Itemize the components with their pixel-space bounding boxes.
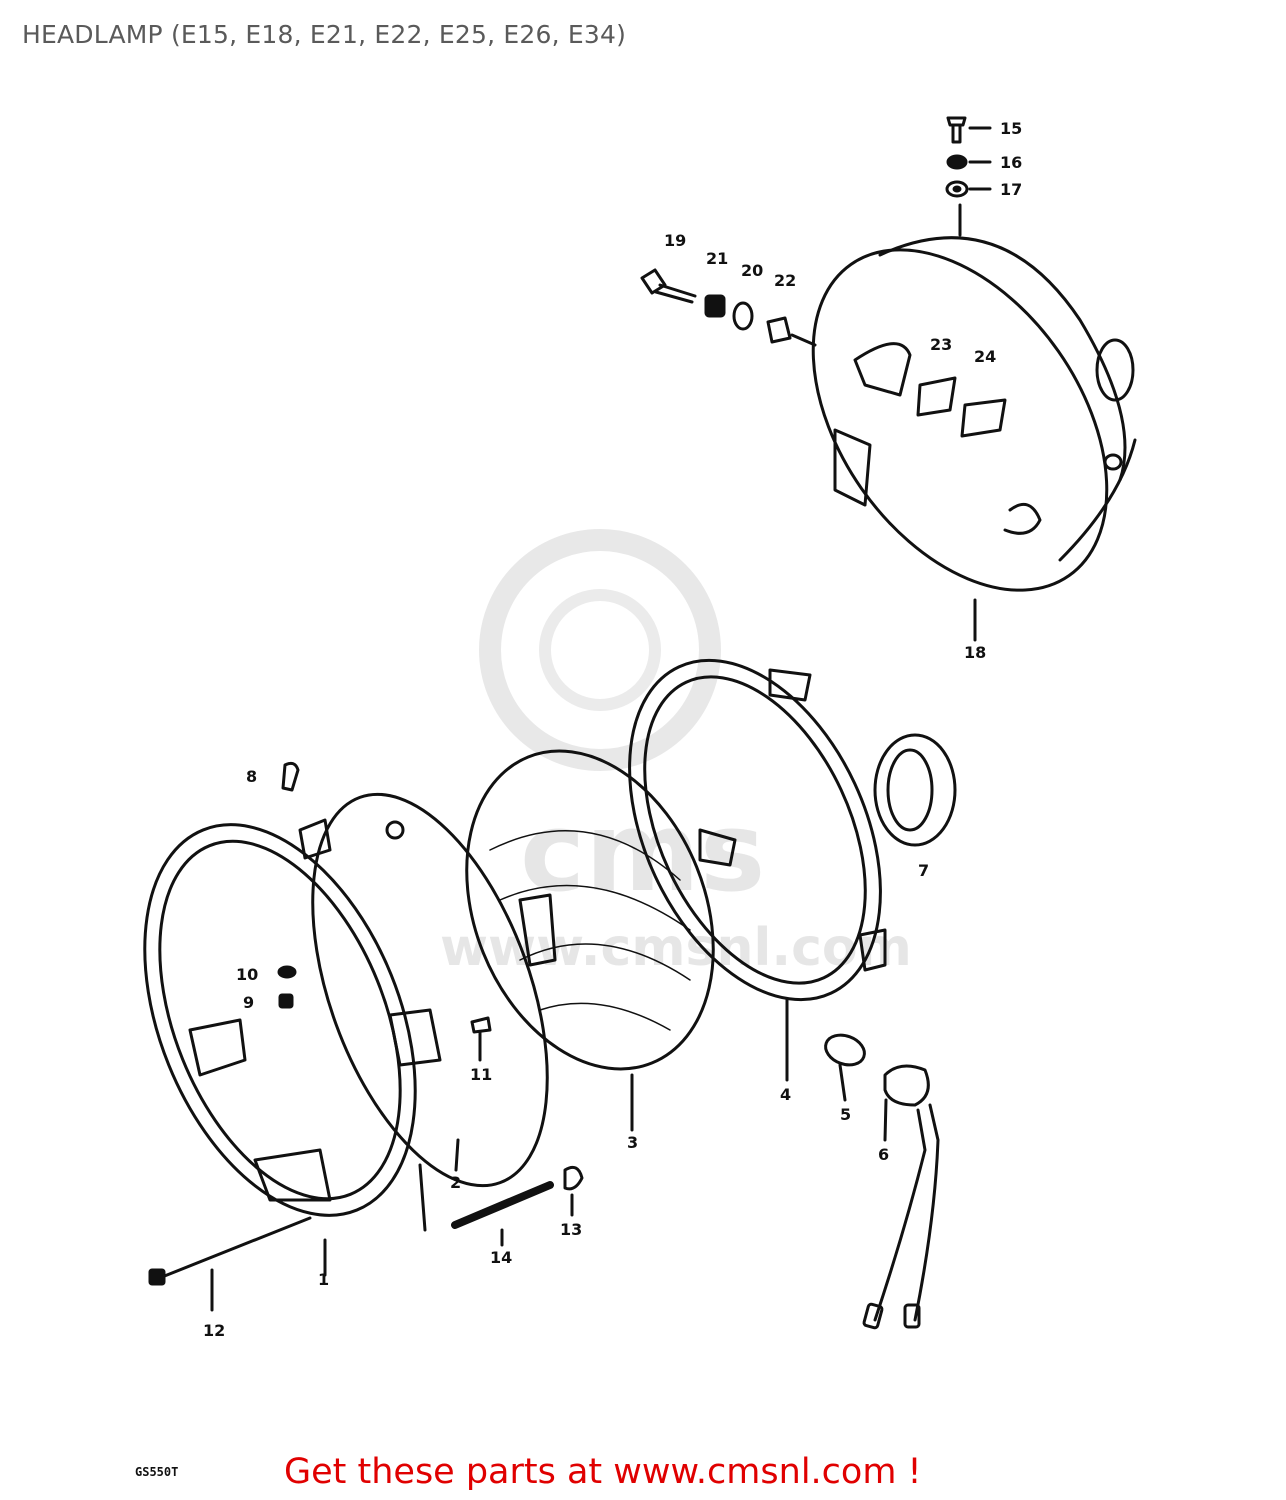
callout-19: 19	[664, 231, 686, 250]
headlamp-housing	[811, 203, 1137, 592]
page-title: HEADLAMP (E15, E18, E21, E22, E25, E26, …	[22, 20, 627, 49]
bolt-19	[640, 268, 697, 304]
callout-2: 2	[450, 1173, 461, 1192]
callout-12: 12	[203, 1321, 225, 1340]
callout-6: 6	[878, 1145, 889, 1164]
screw-12	[148, 1216, 312, 1286]
washer-10	[277, 965, 297, 979]
callout-16: 16	[1000, 153, 1022, 172]
bulb-5	[824, 1033, 866, 1067]
callout-11: 11	[470, 1065, 492, 1084]
nut-9	[278, 993, 294, 1009]
headlamp-rim	[143, 818, 417, 1217]
callout-10: 10	[236, 965, 258, 984]
screw-8	[281, 761, 300, 792]
callout-3: 3	[627, 1133, 638, 1152]
callout-15: 15	[1000, 119, 1022, 138]
wiring-harness	[862, 1103, 940, 1330]
washer-16	[946, 154, 992, 170]
callout-13: 13	[560, 1220, 582, 1239]
diagram-reference-code: GS550T	[135, 1465, 178, 1479]
inner-ring	[311, 792, 549, 1188]
callout-8: 8	[246, 767, 257, 786]
callout-24: 24	[974, 347, 996, 366]
callout-23: 23	[930, 335, 952, 354]
callout-5: 5	[840, 1105, 851, 1124]
callout-1: 1	[318, 1270, 329, 1289]
spring-14	[451, 1181, 554, 1229]
callout-17: 17	[1000, 180, 1022, 199]
callout-14: 14	[490, 1248, 512, 1267]
callout-7: 7	[918, 861, 929, 880]
screw-15	[946, 116, 992, 144]
callout-18: 18	[964, 643, 986, 662]
get-parts-link[interactable]: Get these parts at www.cmsnl.com !	[284, 1452, 922, 1492]
callout-20: 20	[741, 261, 763, 280]
spacer-22	[766, 316, 817, 347]
cms-watermark: cms www.cmsnl.com	[440, 529, 912, 978]
callout-4: 4	[780, 1085, 791, 1104]
callout-22: 22	[774, 271, 796, 290]
watermark-url: www.cmsnl.com	[440, 918, 912, 978]
socket-6	[883, 1064, 930, 1107]
nut-21	[704, 294, 726, 318]
washer-17	[945, 180, 992, 198]
callout-21: 21	[706, 249, 728, 268]
screw-11	[470, 1016, 492, 1062]
nut-13	[563, 1165, 584, 1191]
mounting-ring	[628, 658, 887, 1002]
sealed-beam-unit	[465, 749, 737, 1071]
rubber-cap	[873, 733, 957, 847]
callout-labels: 15 16 17 19 21 20 22 23 24 18 8 7 10 9 1…	[135, 119, 1022, 1479]
callout-9: 9	[243, 993, 254, 1012]
washer-20	[732, 301, 754, 331]
